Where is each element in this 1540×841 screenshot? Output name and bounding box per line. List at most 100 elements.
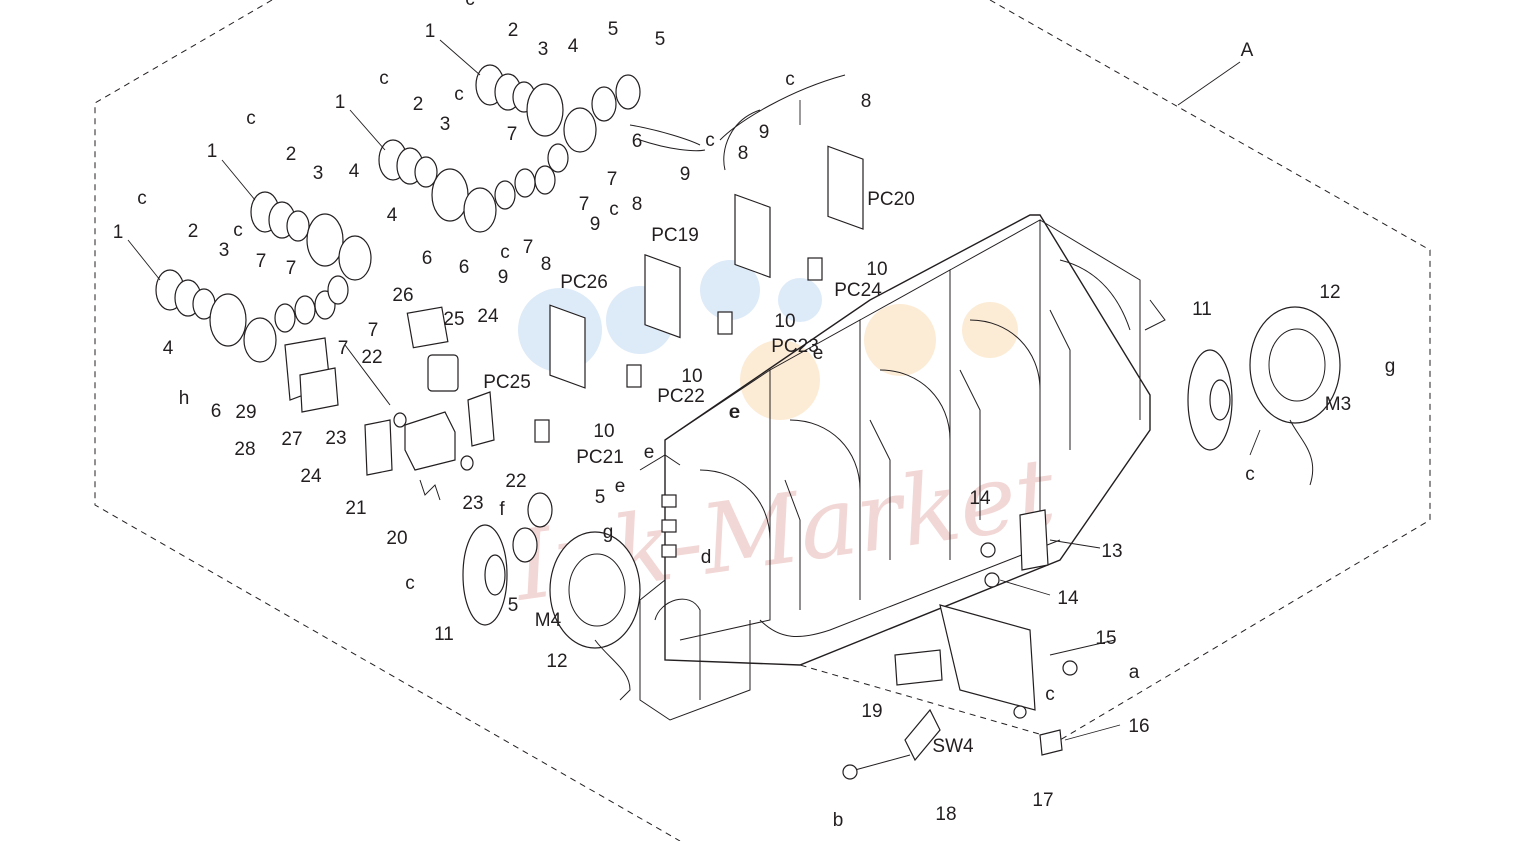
assembly-label: A	[1241, 40, 1254, 61]
callout-n7-d: 7	[523, 237, 534, 258]
callout-n4-a: 4	[568, 36, 579, 57]
leader-lines	[127, 39, 1261, 741]
callout-n8-b: 8	[632, 194, 643, 215]
callout-n1-c: 1	[207, 141, 218, 162]
callout-n12-a: 12	[546, 651, 567, 672]
callout-n25: 25	[443, 309, 464, 330]
gear-stack-second	[378, 139, 569, 233]
callout-n10-b: 10	[593, 421, 614, 442]
callout-d-a: d	[701, 547, 712, 568]
callout-n10-d: 10	[866, 259, 887, 280]
callout-m3: M3	[1325, 394, 1351, 415]
callout-n23-a: 23	[325, 428, 346, 449]
motor-m3	[1187, 306, 1341, 486]
callout-n5-d: 5	[508, 595, 519, 616]
callout-n9-c: 9	[680, 164, 691, 185]
callout-c-m: c	[1045, 684, 1055, 705]
callout-n19: 19	[861, 701, 882, 722]
callout-n3-b: 3	[440, 114, 451, 135]
callout-n8-d: 8	[861, 91, 872, 112]
callout-e-d: e	[813, 343, 824, 364]
callout-e-c: e	[730, 402, 741, 423]
callout-n7-e: 7	[256, 251, 267, 272]
callout-n7-g: 7	[368, 320, 379, 341]
callout-n14-b: 14	[1057, 588, 1079, 609]
callout-n1-d: 1	[113, 222, 124, 243]
motor-m4	[462, 492, 641, 701]
callout-n9-d: 9	[759, 122, 770, 143]
callout-c-d: c	[246, 108, 256, 129]
assembly-boundary	[94, 0, 1431, 841]
callout-n2-a: 2	[508, 20, 519, 41]
gear-stack-third	[250, 191, 372, 333]
callout-n7-b: 7	[607, 169, 618, 190]
callout-n3-d: 3	[219, 240, 230, 261]
callouts: c1234556c123c777467c12346c123c777746h292…	[113, 0, 1396, 831]
main-frame	[639, 214, 1166, 721]
cables	[629, 74, 846, 171]
callout-n2-c: 2	[286, 144, 297, 165]
callout-c-i: c	[609, 199, 619, 220]
callout-c-l: c	[1245, 464, 1255, 485]
callout-n24-b: 24	[300, 466, 322, 487]
callout-pc21: PC21	[576, 447, 624, 468]
callout-n7-h: 7	[338, 338, 349, 359]
callout-n4-c: 4	[349, 161, 360, 182]
right-bracket-group	[842, 509, 1078, 780]
callout-n22-b: 22	[505, 471, 526, 492]
callout-n4-b: 4	[387, 205, 398, 226]
callout-sw4: SW4	[932, 736, 974, 757]
callout-n16: 16	[1128, 716, 1149, 737]
callout-n6-c: 6	[422, 248, 433, 269]
callout-n27: 27	[281, 429, 302, 450]
callout-n10-c: 10	[774, 311, 795, 332]
callout-pc22: PC22	[657, 386, 705, 407]
callout-g-a: g	[603, 522, 614, 543]
callout-n11-b: 11	[1192, 299, 1212, 320]
callout-n11-a: 11	[434, 624, 454, 645]
callout-n7-c: 7	[579, 194, 590, 215]
gear-stack-bottom	[155, 269, 277, 363]
callout-pc20: PC20	[867, 189, 915, 210]
callout-n14-a: 14	[969, 488, 991, 509]
callout-n5-a: 5	[608, 19, 619, 40]
callout-f-a: f	[499, 499, 505, 520]
callout-pc26: PC26	[560, 272, 608, 293]
callout-n1-a: 1	[425, 21, 436, 42]
callout-c-j: c	[705, 130, 715, 151]
callout-c-k: c	[785, 69, 795, 90]
callout-pc23: PC23	[771, 336, 819, 357]
callout-n6-b: 6	[459, 257, 470, 278]
callout-n6-d: 6	[211, 401, 222, 422]
callout-n24-a: 24	[477, 306, 499, 327]
callout-n7-a: 7	[507, 124, 518, 145]
callout-c-top: c	[465, 0, 475, 10]
callout-m4: M4	[535, 610, 562, 631]
callout-e-b: e	[615, 476, 626, 497]
callout-n3-c: 3	[313, 163, 324, 184]
callout-e-e: e	[729, 402, 740, 423]
callout-n22-a: 22	[361, 347, 382, 368]
callout-n9-a: 9	[498, 267, 509, 288]
callout-n2-b: 2	[413, 94, 424, 115]
callout-e-a: e	[644, 442, 655, 463]
callout-c-e: c	[137, 188, 147, 209]
callout-n20: 20	[386, 528, 407, 549]
callout-n4-d: 4	[163, 338, 174, 359]
callout-n26: 26	[392, 285, 413, 306]
callout-c-f: c	[233, 220, 243, 241]
gear-stack-top	[475, 64, 641, 153]
callout-n7-f: 7	[286, 258, 297, 279]
callout-a-a: a	[1129, 662, 1140, 683]
callout-c-b: c	[379, 68, 389, 89]
callout-n2-d: 2	[188, 221, 199, 242]
callout-c-c: c	[454, 84, 464, 105]
callout-n17: 17	[1032, 790, 1053, 811]
callout-n13: 13	[1101, 541, 1122, 562]
callout-c-h: c	[500, 242, 510, 263]
callout-n3-a: 3	[538, 39, 549, 60]
callout-n23-b: 23	[462, 493, 483, 514]
callout-n8-a: 8	[541, 254, 552, 275]
callout-n18: 18	[935, 804, 956, 825]
